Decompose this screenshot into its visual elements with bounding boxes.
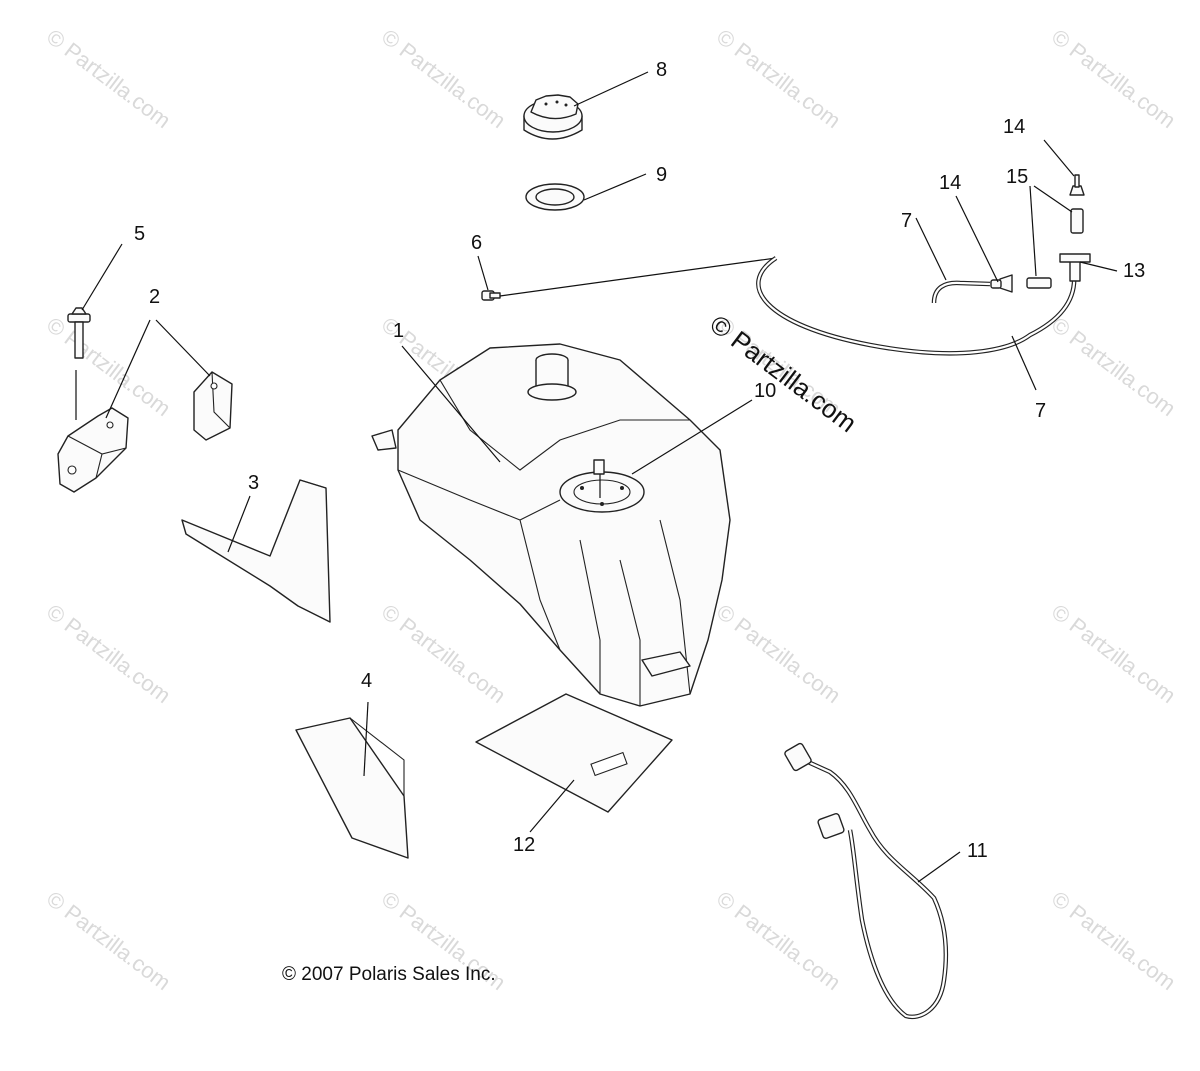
leader-lines [81, 71, 1118, 883]
watermark: © Partzilla.com [1047, 24, 1180, 133]
brand-watermark: © Partzilla.com [704, 309, 862, 438]
callout-14-upper: 14 [1003, 116, 1025, 138]
watermark: © Partzilla.com [42, 312, 175, 421]
callout-7-lower: 7 [1035, 400, 1046, 422]
watermark: © Partzilla.com [712, 886, 845, 995]
fuel-tank [371, 343, 731, 707]
watermark: © Partzilla.com [377, 599, 510, 708]
watermark: © Partzilla.com [1047, 886, 1180, 995]
wire-harness [784, 742, 949, 1020]
flat-pad [295, 717, 409, 859]
tank-pad [475, 693, 673, 813]
vent-fitting [481, 290, 501, 301]
watermark: © Partzilla.com [712, 599, 845, 708]
cap-gasket [525, 183, 585, 211]
callout-14-lower: 14 [939, 172, 961, 194]
callout-labels: 1 2 3 4 5 6 7 7 8 9 10 11 12 13 14 14 15 [134, 59, 1145, 862]
watermark: © Partzilla.com [42, 886, 175, 995]
callout-4: 4 [361, 670, 372, 692]
callout-13: 13 [1123, 260, 1145, 282]
callout-2: 2 [149, 286, 160, 308]
callout-6: 6 [471, 232, 482, 254]
vent-hoses [499, 256, 1077, 356]
callout-8: 8 [656, 59, 667, 81]
watermark: © Partzilla.com [1047, 312, 1180, 421]
watermark: © Partzilla.com [42, 599, 175, 708]
watermark: © Partzilla.com [377, 24, 510, 133]
bolt [67, 307, 91, 420]
mount-brackets [57, 371, 233, 493]
callout-12: 12 [513, 834, 535, 856]
watermark: © Partzilla.com [42, 24, 175, 133]
callout-9: 9 [656, 164, 667, 186]
fuel-cap [523, 94, 583, 140]
callout-15: 15 [1006, 166, 1028, 188]
watermark: © Partzilla.com [1047, 599, 1180, 708]
callout-5: 5 [134, 223, 145, 245]
callout-10: 10 [754, 380, 776, 402]
callout-1: 1 [393, 320, 404, 342]
callout-3: 3 [248, 472, 259, 494]
vent-tee-assembly [990, 174, 1091, 293]
l-shaped-pad [181, 479, 331, 623]
copyright-notice: © 2007 Polaris Sales Inc. [282, 964, 496, 985]
callout-11: 11 [967, 840, 988, 862]
watermark: © Partzilla.com [712, 24, 845, 133]
callout-7-upper: 7 [901, 210, 912, 232]
